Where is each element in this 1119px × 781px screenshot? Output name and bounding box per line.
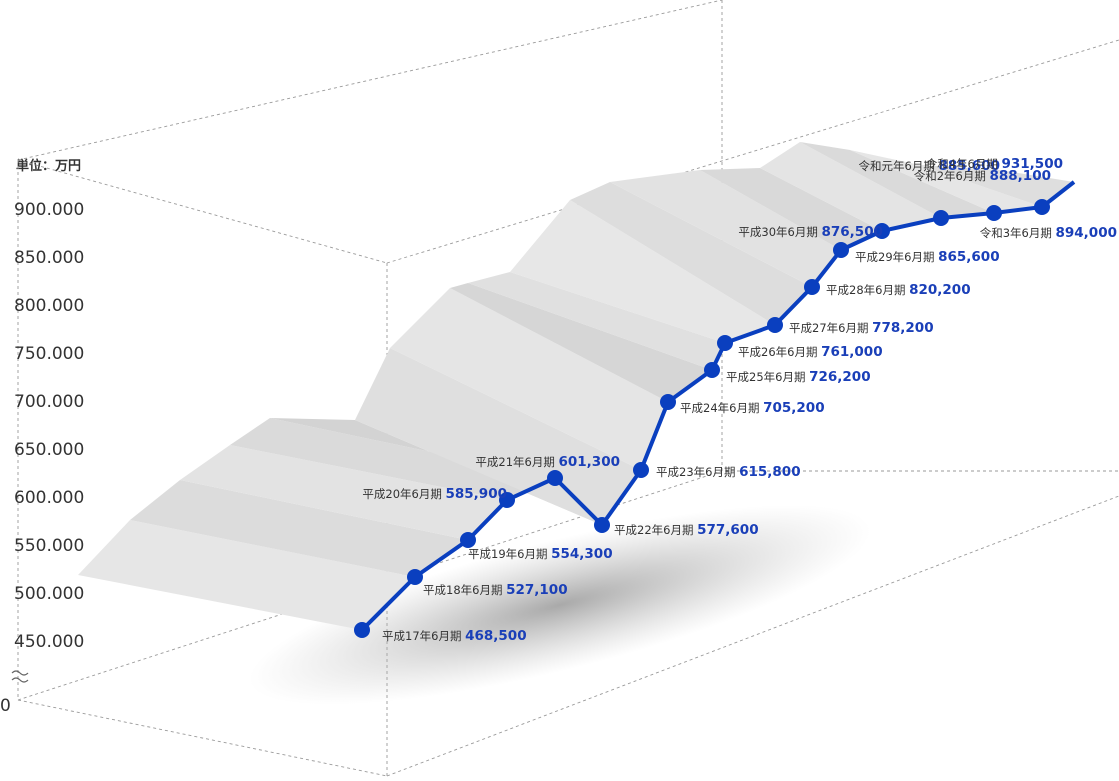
period-label: 平成18年6月期 bbox=[423, 583, 506, 597]
period-label: 令和2年6月期 bbox=[914, 169, 990, 183]
data-point bbox=[986, 205, 1002, 221]
value-label: 468,500 bbox=[465, 628, 527, 644]
value-label: 761,000 bbox=[821, 344, 883, 360]
data-point bbox=[933, 210, 949, 226]
period-label: 平成23年6月期 bbox=[656, 465, 739, 479]
period-label: 令和4年6月期 bbox=[926, 157, 1002, 171]
value-label: 554,300 bbox=[551, 546, 613, 562]
data-point bbox=[704, 362, 720, 378]
period-label: 令和元年6月期 bbox=[859, 159, 939, 173]
value-label: 601,300 bbox=[559, 454, 621, 470]
period-label: 平成21年6月期 bbox=[475, 455, 558, 469]
value-label: 585,900 bbox=[446, 486, 508, 502]
period-label: 平成25年6月期 bbox=[726, 370, 809, 384]
y-tick-label: 900.000 bbox=[14, 200, 84, 220]
data-point bbox=[767, 317, 783, 333]
period-label: 令和3年6月期 bbox=[980, 226, 1056, 240]
data-point bbox=[460, 532, 476, 548]
series: 平成17年6月期 468,500 平成18年6月期 527,100 平成19年6月期… bbox=[354, 156, 1117, 644]
data-point bbox=[354, 622, 370, 638]
data-label: 平成25年6月期 726,200 bbox=[726, 369, 871, 385]
data-label: 平成19年6月期 554,300 bbox=[468, 546, 613, 562]
data-label: 平成23年6月期 615,800 bbox=[656, 464, 801, 480]
data-label: 平成20年6月期 585,900 bbox=[362, 486, 507, 502]
data-point bbox=[833, 242, 849, 258]
data-label: 平成21年6月期 601,300 bbox=[475, 454, 620, 470]
unit-label: 単位：万円 bbox=[16, 159, 82, 174]
value-label: 615,800 bbox=[739, 464, 801, 480]
data-label: 平成22年6月期 577,600 bbox=[614, 522, 759, 538]
y-tick-label: 700.000 bbox=[14, 392, 84, 412]
data-point bbox=[660, 394, 676, 410]
period-label: 平成20年6月期 bbox=[362, 487, 445, 501]
period-label: 平成26年6月期 bbox=[738, 345, 821, 359]
y-tick-label: 550.000 bbox=[14, 536, 84, 556]
ribbon-surface bbox=[78, 142, 1074, 630]
period-label: 平成24年6月期 bbox=[680, 401, 763, 415]
period-label: 平成27年6月期 bbox=[789, 321, 872, 335]
value-label: 865,600 bbox=[938, 249, 1000, 265]
data-point bbox=[1034, 199, 1050, 215]
data-label: 令和元年6月期 885,600 bbox=[859, 158, 1000, 174]
y-tick-label: 0 bbox=[0, 696, 11, 716]
value-label: 527,100 bbox=[506, 582, 568, 598]
value-label: 726,200 bbox=[809, 369, 871, 385]
data-point bbox=[804, 279, 820, 295]
value-label: 885,600 bbox=[939, 158, 1001, 174]
data-label: 令和3年6月期 894,000 bbox=[980, 225, 1117, 241]
y-tick-label: 600.000 bbox=[14, 488, 84, 508]
y-tick-label: 800.000 bbox=[14, 296, 84, 316]
data-label: 平成26年6月期 761,000 bbox=[738, 344, 883, 360]
value-label: 577,600 bbox=[697, 522, 759, 538]
data-point bbox=[633, 462, 649, 478]
data-label: 令和4年6月期 931,500 bbox=[926, 156, 1063, 172]
value-label: 705,200 bbox=[763, 400, 825, 416]
y-tick-label: 450.000 bbox=[14, 632, 84, 652]
period-label: 平成19年6月期 bbox=[468, 547, 551, 561]
value-label: 778,200 bbox=[872, 320, 934, 336]
period-label: 平成28年6月期 bbox=[826, 283, 909, 297]
value-label: 876,500 bbox=[822, 224, 884, 240]
data-label: 平成28年6月期 820,200 bbox=[826, 282, 971, 298]
y-tick-label: 500.000 bbox=[14, 584, 84, 604]
data-point bbox=[499, 492, 515, 508]
data-label: 平成18年6月期 527,100 bbox=[423, 582, 568, 598]
axis-break-icon bbox=[11, 670, 29, 683]
value-label: 888,100 bbox=[990, 168, 1052, 184]
value-label: 931,500 bbox=[1002, 156, 1064, 172]
floor-shadow bbox=[249, 505, 871, 705]
data-point bbox=[547, 470, 563, 486]
value-label: 894,000 bbox=[1056, 225, 1118, 241]
y-tick-label: 850.000 bbox=[14, 248, 84, 268]
data-point bbox=[717, 335, 733, 351]
data-label: 平成27年6月期 778,200 bbox=[789, 320, 934, 336]
value-label: 820,200 bbox=[909, 282, 971, 298]
data-label: 平成29年6月期 865,600 bbox=[855, 249, 1000, 265]
y-axis: 900.000 850.000 800.000 750.000 700.000 … bbox=[0, 200, 84, 716]
y-tick-label: 750.000 bbox=[14, 344, 84, 364]
data-label: 令和2年6月期 888,100 bbox=[914, 168, 1051, 184]
period-label: 平成22年6月期 bbox=[614, 523, 697, 537]
y-tick-label: 650.000 bbox=[14, 440, 84, 460]
period-label: 平成17年6月期 bbox=[382, 629, 465, 643]
period-label: 平成29年6月期 bbox=[855, 250, 938, 264]
series-line bbox=[360, 180, 1076, 632]
data-label: 平成17年6月期 468,500 bbox=[382, 628, 527, 644]
period-label: 平成30年6月期 bbox=[738, 225, 821, 239]
data-point bbox=[874, 223, 890, 239]
data-label: 平成24年6月期 705,200 bbox=[680, 400, 825, 416]
data-label: 平成30年6月期 876,500 bbox=[738, 224, 883, 240]
data-point bbox=[407, 569, 423, 585]
data-point bbox=[594, 517, 610, 533]
